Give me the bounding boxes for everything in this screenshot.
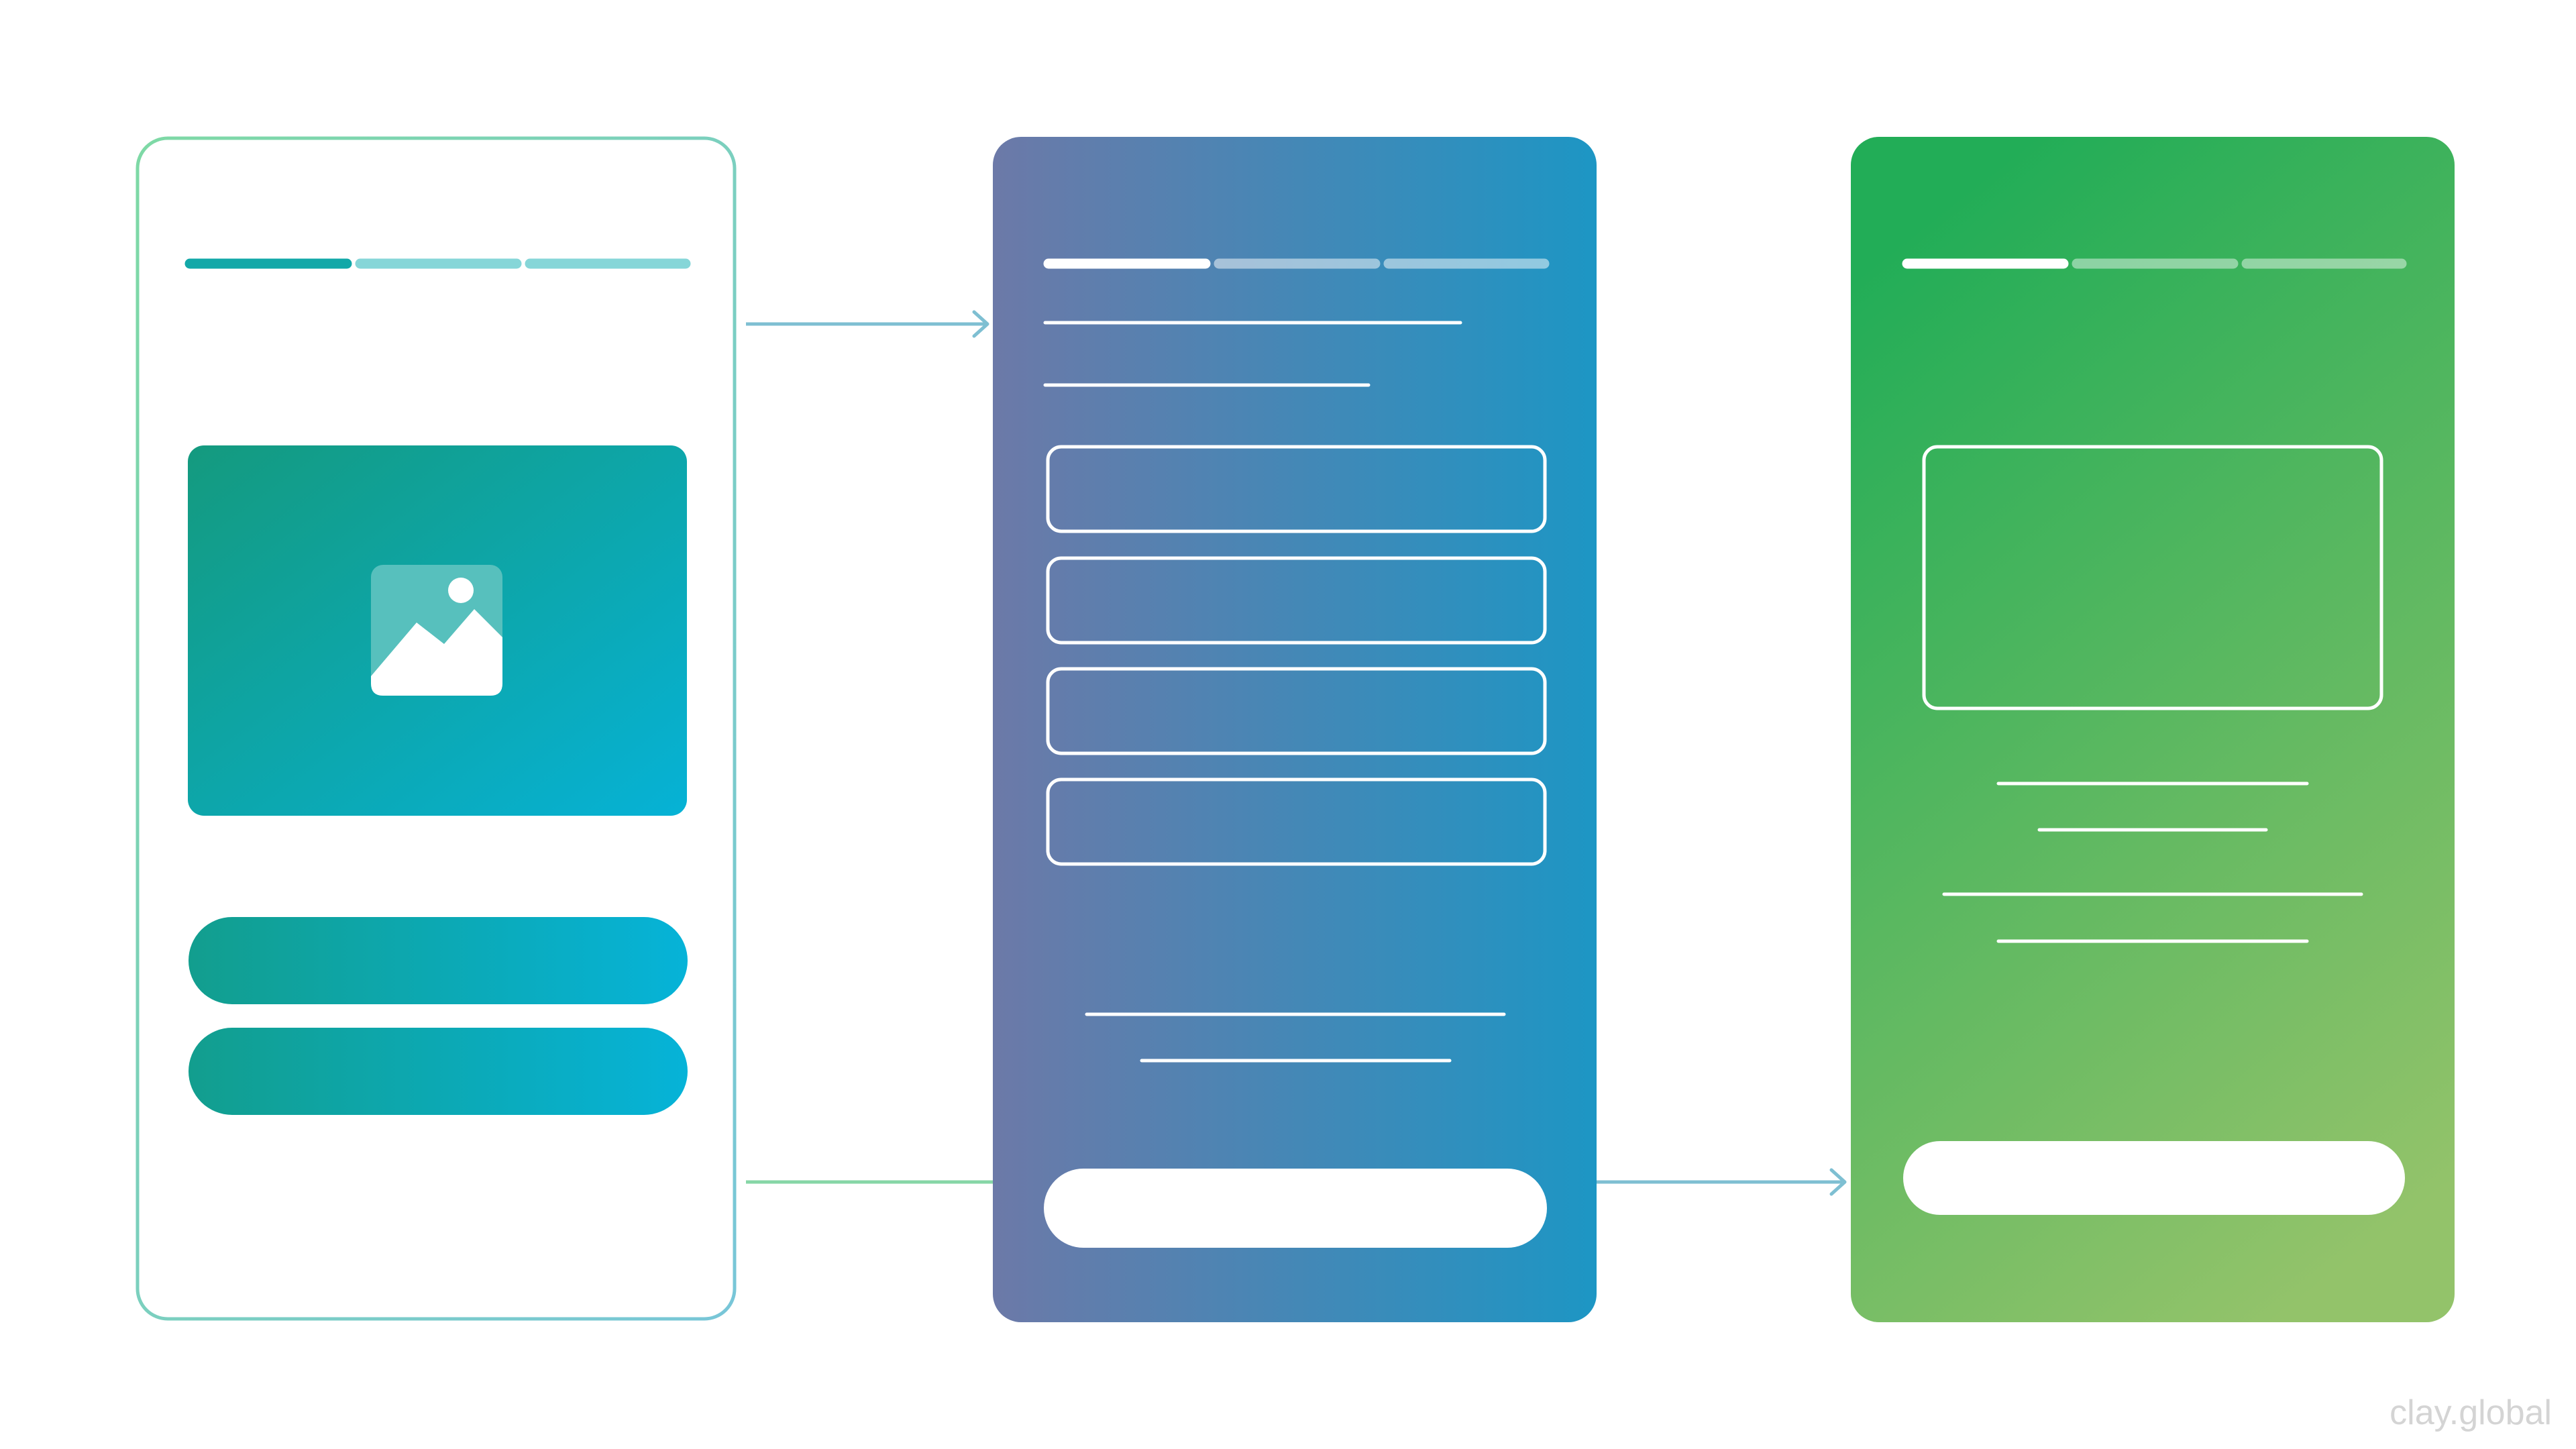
watermark-logo: clay.global bbox=[2390, 1393, 2552, 1432]
form-input-field[interactable] bbox=[1046, 556, 1547, 645]
success-image-frame bbox=[1922, 445, 2383, 710]
arrow-head-icon bbox=[972, 310, 989, 338]
connector-onboarding-to-success bbox=[746, 1168, 1847, 1196]
form-submit-button[interactable] bbox=[1044, 1169, 1547, 1248]
form-input-field[interactable] bbox=[1046, 777, 1547, 866]
success-continue-button[interactable] bbox=[1903, 1141, 2405, 1215]
form-input-field[interactable] bbox=[1046, 667, 1547, 755]
arrow-head-icon bbox=[1829, 1168, 1847, 1196]
onboarding-primary-button[interactable] bbox=[189, 917, 688, 1004]
success-screen bbox=[1851, 137, 2455, 1322]
onboarding-secondary-button[interactable] bbox=[189, 1028, 688, 1115]
success-screen-frame bbox=[1851, 137, 2455, 1322]
form-screen-frame bbox=[993, 137, 1597, 1322]
form-screen bbox=[993, 137, 1597, 1322]
connector-onboarding-to-form bbox=[746, 310, 989, 338]
onboarding-screen bbox=[136, 136, 737, 1321]
image-placeholder-icon bbox=[371, 565, 502, 696]
form-input-field[interactable] bbox=[1046, 445, 1547, 533]
